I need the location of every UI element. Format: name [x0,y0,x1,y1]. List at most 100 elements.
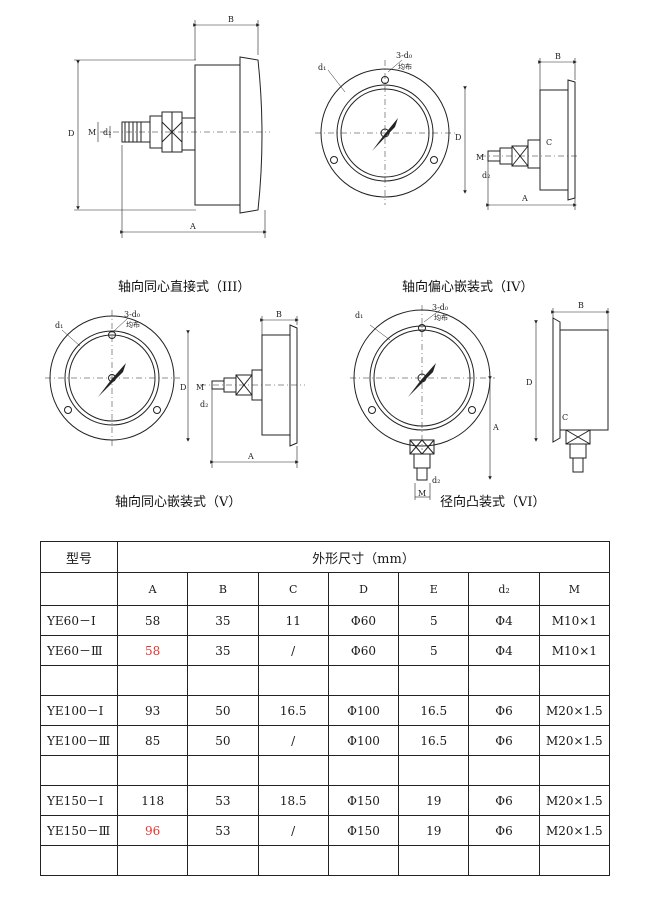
size-header: 外形尺寸（mm） [117,541,610,573]
table-cell [116,755,189,786]
table-cell: M20×1.5 [538,815,611,846]
dim-b-v: B [276,310,282,319]
table-cell [398,755,470,786]
dim-d2-iii: d₂ [103,128,111,137]
table-cell [116,845,189,876]
dim-m-vi: M [418,489,426,498]
dim-a-iv: A [521,194,528,203]
model-cell: YE100－Ⅲ [40,725,118,756]
dim-a-iii: A [189,222,196,231]
table-cell: / [257,815,329,846]
model-cell: YE150－Ⅰ [40,785,118,816]
table-cell: 58 [116,605,189,636]
dim-c-iv: C [546,138,552,147]
caption-v: 轴向同心嵌装式（V） [115,495,242,510]
table-cell: Φ100 [327,695,400,726]
dim-d-iii: D [68,129,74,138]
table-cell [187,845,259,876]
dim-m-v: M [196,383,204,392]
table-cell: 50 [187,725,259,756]
dim-b-iii: B [228,15,234,24]
dim-holes-iv: 3-d₀ [396,51,412,60]
table-cell [468,845,540,876]
dimension-labels: B A D M d₂ d₁ 3-d₀ 均布 B D A M d₂ C d₁ 3-… [55,15,584,498]
table-cell [187,755,259,786]
model-cell [40,845,118,876]
column-header: C [257,572,329,606]
caption-iii: 轴向同心直接式（III） [118,280,251,295]
drawing-vi-front-view [350,305,495,500]
dim-d-vi: D [526,378,532,387]
technical-drawings: B A D M d₂ d₁ 3-d₀ 均布 B D A M d₂ C d₁ 3-… [45,15,610,510]
table-cell: Φ6 [468,815,540,846]
table-cell: Φ150 [327,785,400,816]
dim-c-vi: C [562,413,568,422]
table-cell: Φ6 [468,785,540,816]
table-cell: 5 [398,605,470,636]
table-cell: 16.5 [257,695,329,726]
table-cell: 16.5 [398,695,470,726]
dim-d-v: D [180,383,186,392]
table-cell [116,665,189,696]
caption-vi: 径向凸装式（VI） [440,495,546,510]
model-cell [40,665,118,696]
table-cell: 96 [116,815,189,846]
table-row [40,755,611,786]
model-header: 型号 [40,541,118,573]
table-cell: 16.5 [398,725,470,756]
table-cell: M20×1.5 [538,695,611,726]
dim-m-iii: M [88,128,96,137]
table-cell: 35 [187,605,259,636]
table-cell [398,665,470,696]
table-row [40,665,611,696]
table-cell: Φ6 [468,725,540,756]
model-cell: YE100－Ⅰ [40,695,118,726]
table-cell: M10×1 [538,605,611,636]
table-cell [327,845,400,876]
dim-holes-note-v: 均布 [126,320,140,329]
column-header: A [116,572,189,606]
dim-m-iv: M [476,153,484,162]
dim-holes-note-vi: 均布 [434,313,448,322]
drawing-v-side-view [186,316,305,468]
table-cell: / [257,635,329,666]
table-cell: 11 [257,605,329,636]
column-header: M [538,572,611,606]
model-cell [40,755,118,786]
dim-d-iv: D [455,133,461,142]
table-cell: 93 [116,695,189,726]
dim-d1-iv: d₁ [318,63,326,72]
table-cell: 85 [116,725,189,756]
table-cell [468,755,540,786]
dim-b-iv: B [555,52,561,61]
table-cell [327,755,400,786]
table-columns-row: A B C D E d₂ M [40,572,611,606]
column-header: E [398,572,470,606]
table-cell: 35 [187,635,259,666]
dim-d1-vi: d₁ [355,311,363,320]
dim-d2-vi: d₂ [432,476,440,485]
model-cell: YE60－Ⅲ [40,635,118,666]
table-cell: M20×1.5 [538,725,611,756]
drawing-v-front-view [45,310,180,448]
drawing-iii-side-view [74,20,270,238]
table-cell [538,845,611,876]
table-cell [398,845,470,876]
dim-holes-vi: 3-d₀ [432,303,448,312]
dim-d2-iv: d₂ [482,171,490,180]
column-header-empty [40,572,118,606]
table-cell: 58 [116,635,189,666]
dim-a-vi: A [492,423,499,432]
table-cell [327,665,400,696]
column-header: B [187,572,259,606]
table-cell [468,665,540,696]
drawing-iv-front-view [315,59,455,205]
table-cell: M10×1 [538,635,611,666]
table-cell [187,665,259,696]
